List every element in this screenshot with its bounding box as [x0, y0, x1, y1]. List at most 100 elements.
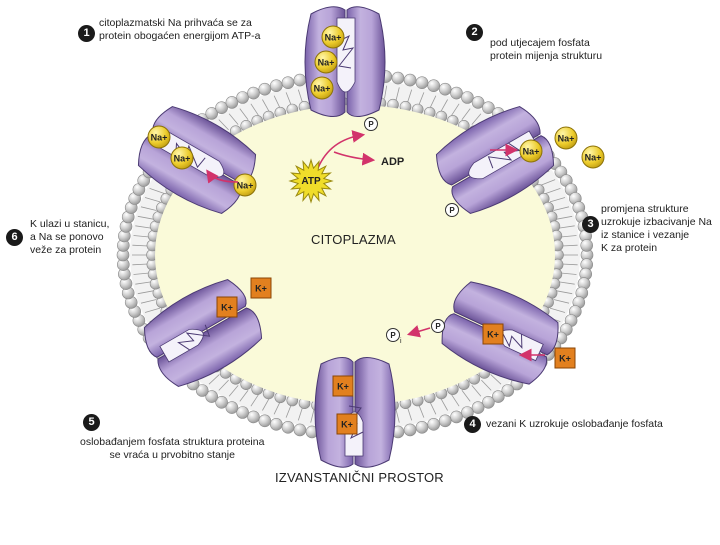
- phospholipid-head: [438, 82, 452, 96]
- phospholipid-head: [215, 395, 228, 409]
- svg-text:K+: K+: [221, 303, 233, 313]
- phospholipid-head: [427, 79, 441, 92]
- sodium-ion: Na+: [233, 173, 257, 197]
- sodium-ion: Na+: [147, 125, 171, 149]
- phospholipid-head: [471, 96, 485, 109]
- svg-text:Na+: Na+: [318, 58, 335, 68]
- step-2-text: pod utjecajem fosfata protein mijenja st…: [490, 37, 603, 62]
- phospholipid-head: [482, 101, 495, 114]
- phospholipid-head: [225, 401, 239, 414]
- potassium-ion: K+: [216, 296, 238, 318]
- phospholipid-head: [415, 76, 429, 89]
- step-2-badge: 2: [466, 24, 483, 41]
- phospholipid-head: [461, 91, 474, 104]
- phosphate-release-arrow: [406, 325, 431, 338]
- phospholipid-head: [281, 420, 295, 434]
- pump-protein-bottom: [314, 357, 396, 468]
- phosphate-group: P: [431, 319, 445, 333]
- phospholipid-head: [269, 79, 283, 92]
- step-4-text: vezani K uzrokuje oslobađanje fosfata: [486, 418, 663, 430]
- phospholipid-head: [195, 384, 209, 397]
- sodium-ion: Na+: [321, 25, 345, 49]
- phospholipid-head: [403, 423, 417, 437]
- svg-text:K+: K+: [255, 284, 267, 294]
- phospholipid-head: [403, 73, 417, 87]
- svg-text:K+: K+: [341, 420, 353, 430]
- sodium-ion: Na+: [314, 50, 338, 74]
- potassium-ion: K+: [332, 375, 354, 397]
- svg-text:Na+: Na+: [585, 153, 602, 163]
- svg-text:P: P: [390, 331, 396, 340]
- step-1-text: citoplazmatski Na prihvaća se za protein…: [99, 17, 261, 42]
- phospholipid-head: [247, 410, 260, 424]
- phospholipid-head: [391, 71, 405, 85]
- cytoplasm-label: CITOPLAZMA: [311, 232, 396, 247]
- phospholipid-head: [269, 417, 283, 431]
- step-1-badge: 1: [78, 25, 95, 42]
- step-3-text: promjena strukture uzrokuje izbacivanje …: [601, 203, 712, 254]
- phospholipid-head: [225, 96, 239, 109]
- phosphate-group: P: [364, 117, 378, 131]
- phospholipid-head: [415, 420, 429, 434]
- phospholipid-head: [258, 414, 272, 428]
- adp-arrow: [333, 151, 376, 166]
- phospholipid-head: [247, 86, 260, 100]
- svg-text:K+: K+: [487, 330, 499, 340]
- svg-text:Na+: Na+: [558, 134, 575, 144]
- potassium-ion: K+: [250, 277, 272, 299]
- svg-text:Na+: Na+: [174, 154, 191, 164]
- na-entry-arrow: [206, 169, 239, 184]
- phospholipid-head: [491, 390, 505, 403]
- phospholipid-head: [215, 101, 228, 114]
- phospholipid-head: [258, 82, 272, 96]
- phospholipid-head: [236, 406, 249, 419]
- svg-text:P: P: [449, 206, 455, 215]
- step-5-badge: 5: [83, 414, 100, 431]
- phospholipid-head: [205, 390, 218, 403]
- phosphate-group: P: [445, 203, 459, 217]
- svg-text:i: i: [400, 338, 402, 345]
- phospholipid-head: [471, 401, 485, 414]
- atp-label: ATP: [301, 176, 321, 187]
- svg-text:Na+: Na+: [325, 33, 342, 43]
- step-4-badge: 4: [464, 416, 481, 433]
- phospholipid-head: [281, 76, 295, 89]
- atp-arrow: [317, 130, 366, 169]
- pump-protein-lower-right: [441, 281, 559, 385]
- sodium-ion: Na+: [519, 139, 543, 163]
- phospholipid-head: [236, 91, 249, 104]
- sodium-ion: Na+: [581, 145, 605, 169]
- phospholipid-head: [438, 414, 452, 428]
- ions-and-phosphates: Na+ Na+ Na+ Na+ Na+ Na+ Na+ Na+ Na+ K+ K+ K+ K+ K+ K+ P…: [147, 25, 605, 435]
- svg-text:Na+: Na+: [314, 84, 331, 94]
- phospholipid-head: [450, 410, 463, 424]
- atp-molecule: ATP: [288, 158, 334, 204]
- phospholipid-head: [205, 107, 218, 120]
- potassium-ion: K+: [554, 347, 576, 369]
- sodium-ion: Na+: [554, 126, 578, 150]
- phosphate-group: Pi: [386, 328, 402, 345]
- svg-text:P: P: [435, 322, 441, 331]
- extracellular-label: IZVANSTANIČNI PROSTOR: [275, 470, 444, 485]
- phospholipid-head: [482, 395, 495, 409]
- phospholipid-head: [501, 384, 515, 397]
- phospholipid-head: [427, 417, 441, 431]
- adp-label: ADP: [381, 156, 404, 168]
- step-3-badge: 3: [582, 216, 599, 233]
- svg-text:P: P: [368, 120, 374, 129]
- phospholipid-head: [293, 423, 307, 437]
- phospholipid-head: [580, 239, 594, 252]
- potassium-ion: K+: [336, 413, 358, 435]
- step-6-text: K ulazi u stanicu, a Na se ponovo veže z…: [30, 218, 110, 256]
- phospholipid-head: [450, 86, 463, 100]
- svg-text:Na+: Na+: [151, 133, 168, 143]
- step-5-text: oslobađanjem fosfata struktura proteina …: [80, 436, 265, 461]
- reaction-arrows: [206, 130, 545, 362]
- sodium-ion: Na+: [170, 146, 194, 170]
- step-6-badge: 6: [6, 229, 23, 246]
- svg-text:Na+: Na+: [523, 147, 540, 157]
- phospholipid-head: [293, 73, 307, 87]
- svg-text:K+: K+: [337, 382, 349, 392]
- potassium-ion: K+: [482, 323, 504, 345]
